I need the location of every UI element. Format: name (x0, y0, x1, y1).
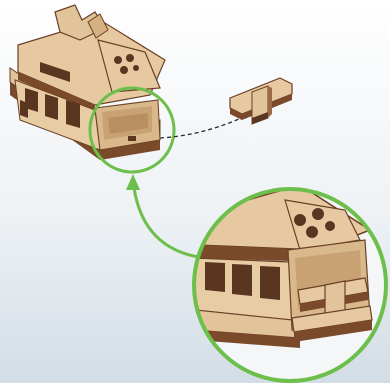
assembly-instruction-illustration (0, 0, 390, 383)
